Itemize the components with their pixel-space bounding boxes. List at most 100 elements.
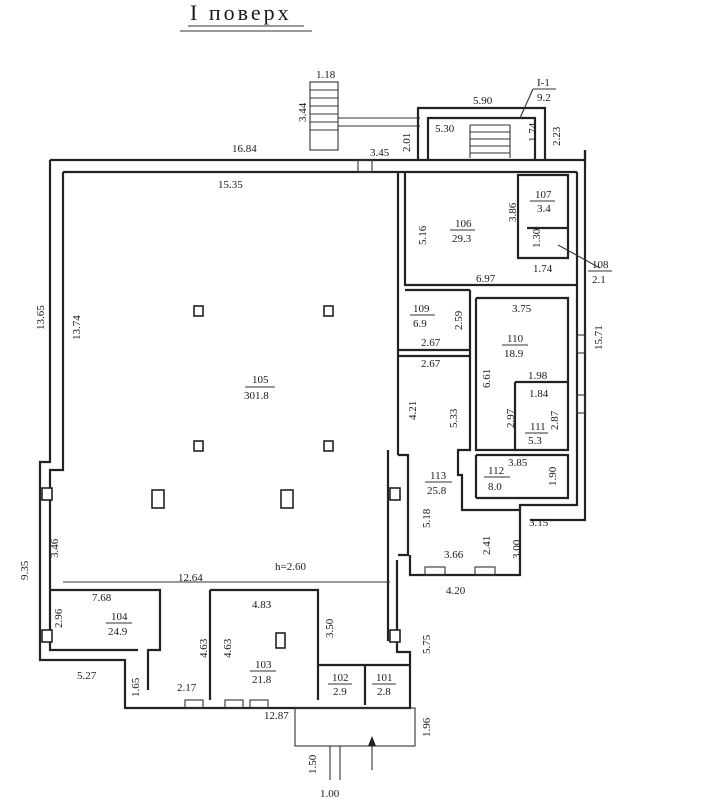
dimension-label: 3.66	[444, 549, 464, 561]
room-number: 107	[535, 189, 552, 201]
room-number: 110	[507, 333, 524, 345]
bottom-room-walls	[50, 581, 410, 705]
outer-walls	[38, 150, 587, 710]
dimension-label: 1.50	[307, 754, 319, 774]
room-area: 2.8	[377, 686, 391, 698]
stair-i1-label: I-1 9.2	[519, 77, 556, 119]
room-102: 102 2.9	[328, 672, 352, 698]
dimension-label: 5.27	[77, 670, 97, 682]
room-110: 110 18.9	[502, 333, 528, 360]
dimension-label: 1.96	[421, 717, 433, 737]
dimension-label: 12.64	[178, 572, 203, 584]
dimension-label: 2.96	[53, 608, 65, 628]
room-111: 111 5.3	[525, 421, 548, 447]
dimension-label: 2.87	[549, 410, 561, 430]
dimension-label: 2.67	[421, 337, 441, 349]
dimension-label: 13.74	[71, 315, 83, 340]
dimension-label: 15.71	[593, 325, 605, 350]
dimension-label: 13.65	[35, 305, 47, 330]
dimension-label: 3.15	[529, 517, 549, 529]
dimension-label: 16.84	[232, 143, 257, 155]
room-113: 113 25.8	[425, 470, 452, 497]
dimension-label: 3.45	[370, 147, 390, 159]
dimension-label: 15.35	[218, 179, 243, 191]
stair-area: 9.2	[537, 92, 551, 104]
room-area: 6.9	[413, 318, 427, 330]
room-area: 29.3	[452, 233, 472, 245]
room-area: 3.4	[537, 203, 551, 215]
room-105: 105 301.8	[244, 374, 275, 402]
dimension-label: 3.46	[49, 538, 61, 558]
room-number: 113	[430, 470, 447, 482]
dimension-label: 5.75	[421, 634, 433, 654]
dimension-label: 1.74	[527, 122, 539, 142]
dimension-label: 2.01	[401, 133, 413, 152]
dimension-label: 3.86	[507, 202, 519, 222]
dimension-label: 5.16	[417, 225, 429, 245]
dimension-label: 5.90	[473, 95, 493, 107]
stair-label: I-1	[537, 77, 550, 89]
room-number: 101	[376, 672, 393, 684]
dimension-label: 2.23	[551, 126, 563, 146]
room-area: 21.8	[252, 674, 272, 686]
dimension-label: 1.74	[533, 263, 553, 275]
dimension-label: 2.59	[453, 310, 465, 330]
interior-walls	[396, 172, 577, 512]
dimension-label: 5.30	[435, 123, 455, 135]
room-103: 103 21.8	[250, 659, 276, 686]
dimension-label: 1.90	[547, 466, 559, 486]
dimension-label: 4.21	[407, 401, 419, 420]
room-area: 2.9	[333, 686, 347, 698]
dimension-label: 7.68	[92, 592, 112, 604]
room-number: 112	[488, 465, 504, 477]
room-number: 103	[255, 659, 272, 671]
dimension-label: 2.97	[505, 408, 517, 428]
room-area: 8.0	[488, 481, 502, 493]
dimension-label: 3.50	[324, 618, 336, 638]
dimension-label: 6.61	[481, 369, 493, 388]
room-number: 104	[111, 611, 128, 623]
stairs-top-left	[309, 81, 420, 151]
dimension-label: 5.18	[421, 508, 433, 528]
dimension-label: 4.63	[198, 638, 210, 658]
dimension-label: 9.35	[19, 560, 31, 580]
dimension-label: 4.20	[446, 585, 466, 597]
room-112: 112 8.0	[484, 465, 510, 493]
entrance	[294, 707, 416, 780]
dimension-label: 1.30	[531, 228, 543, 248]
room-number: 108	[592, 259, 609, 271]
dimension-label: 2.67	[421, 358, 441, 370]
room-area: 25.8	[427, 485, 447, 497]
stairwell-i1	[416, 106, 547, 160]
room-area: 18.9	[504, 348, 524, 360]
room-number: 105	[252, 374, 269, 386]
dimension-label: 4.83	[252, 599, 272, 611]
dimension-label: 5.33	[448, 408, 460, 428]
room-108: 108 2.1	[557, 244, 612, 286]
dimension-label: 1.84	[529, 388, 549, 400]
room-area: 5.3	[528, 435, 542, 447]
dimension-label: 12.87	[264, 710, 289, 722]
room-106: 106 29.3	[450, 218, 475, 245]
room-109: 109 6.9	[410, 303, 435, 330]
room-number: 102	[332, 672, 349, 684]
room-number: 106	[455, 218, 472, 230]
dimension-label: 1.18	[316, 69, 336, 81]
room-area: 2.1	[592, 274, 606, 286]
dimension-label: 2.41	[481, 536, 493, 555]
dimension-label: 3.85	[508, 457, 528, 469]
dimension-labels: 1.18 3.44 5.90 2.01 5.30 1.74 2.23 16.84…	[19, 69, 605, 800]
columns	[41, 305, 401, 649]
dimension-label: 6.97	[476, 273, 496, 285]
dimension-label: 1.98	[528, 370, 548, 382]
dimension-label: 3.00	[511, 539, 523, 559]
dimension-label: 2.17	[177, 682, 197, 694]
dimension-label: 1.00	[320, 788, 340, 800]
room-number: 109	[413, 303, 430, 315]
dimension-label: 4.63	[222, 638, 234, 658]
windows	[184, 159, 586, 709]
room-101: 101 2.8	[372, 672, 396, 698]
dimension-label: 1.65	[130, 677, 142, 697]
plan-title: I поверх	[190, 0, 292, 25]
